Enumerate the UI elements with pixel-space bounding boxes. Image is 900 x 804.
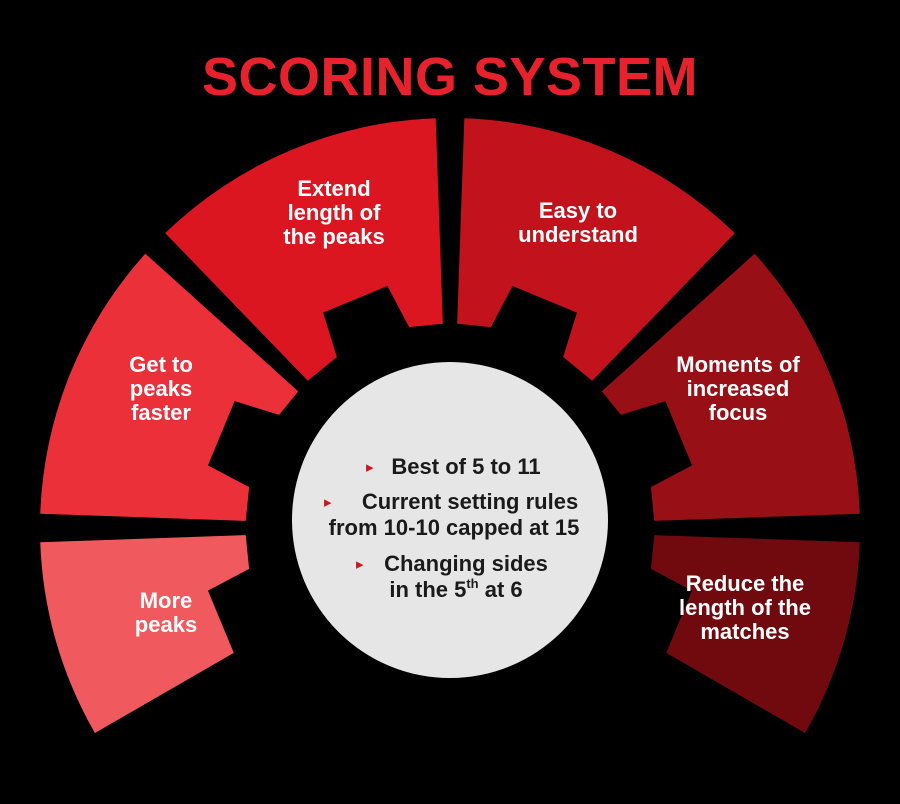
center-item-1-line-1: from 10-10 capped at 15 [329,515,580,540]
center-item-1-line-0: Current setting rules [362,489,578,514]
center-item-2-line-0: Changing sides [384,551,548,576]
center-item-2-line-1: in the 5th at 6 [389,576,522,602]
center-item-0-line-0: Best of 5 to 11 [391,454,540,479]
page-title: SCORING SYSTEM [201,47,699,107]
center-text: ▸ Best of 5 to 11 ▸ Current setting rulesfr… [324,454,579,602]
bullet-icon-2: ▸ [356,555,364,573]
center-hub [292,362,608,678]
bullet-icon-1: ▸ [324,493,332,511]
bullet-icon-0: ▸ [366,458,374,476]
